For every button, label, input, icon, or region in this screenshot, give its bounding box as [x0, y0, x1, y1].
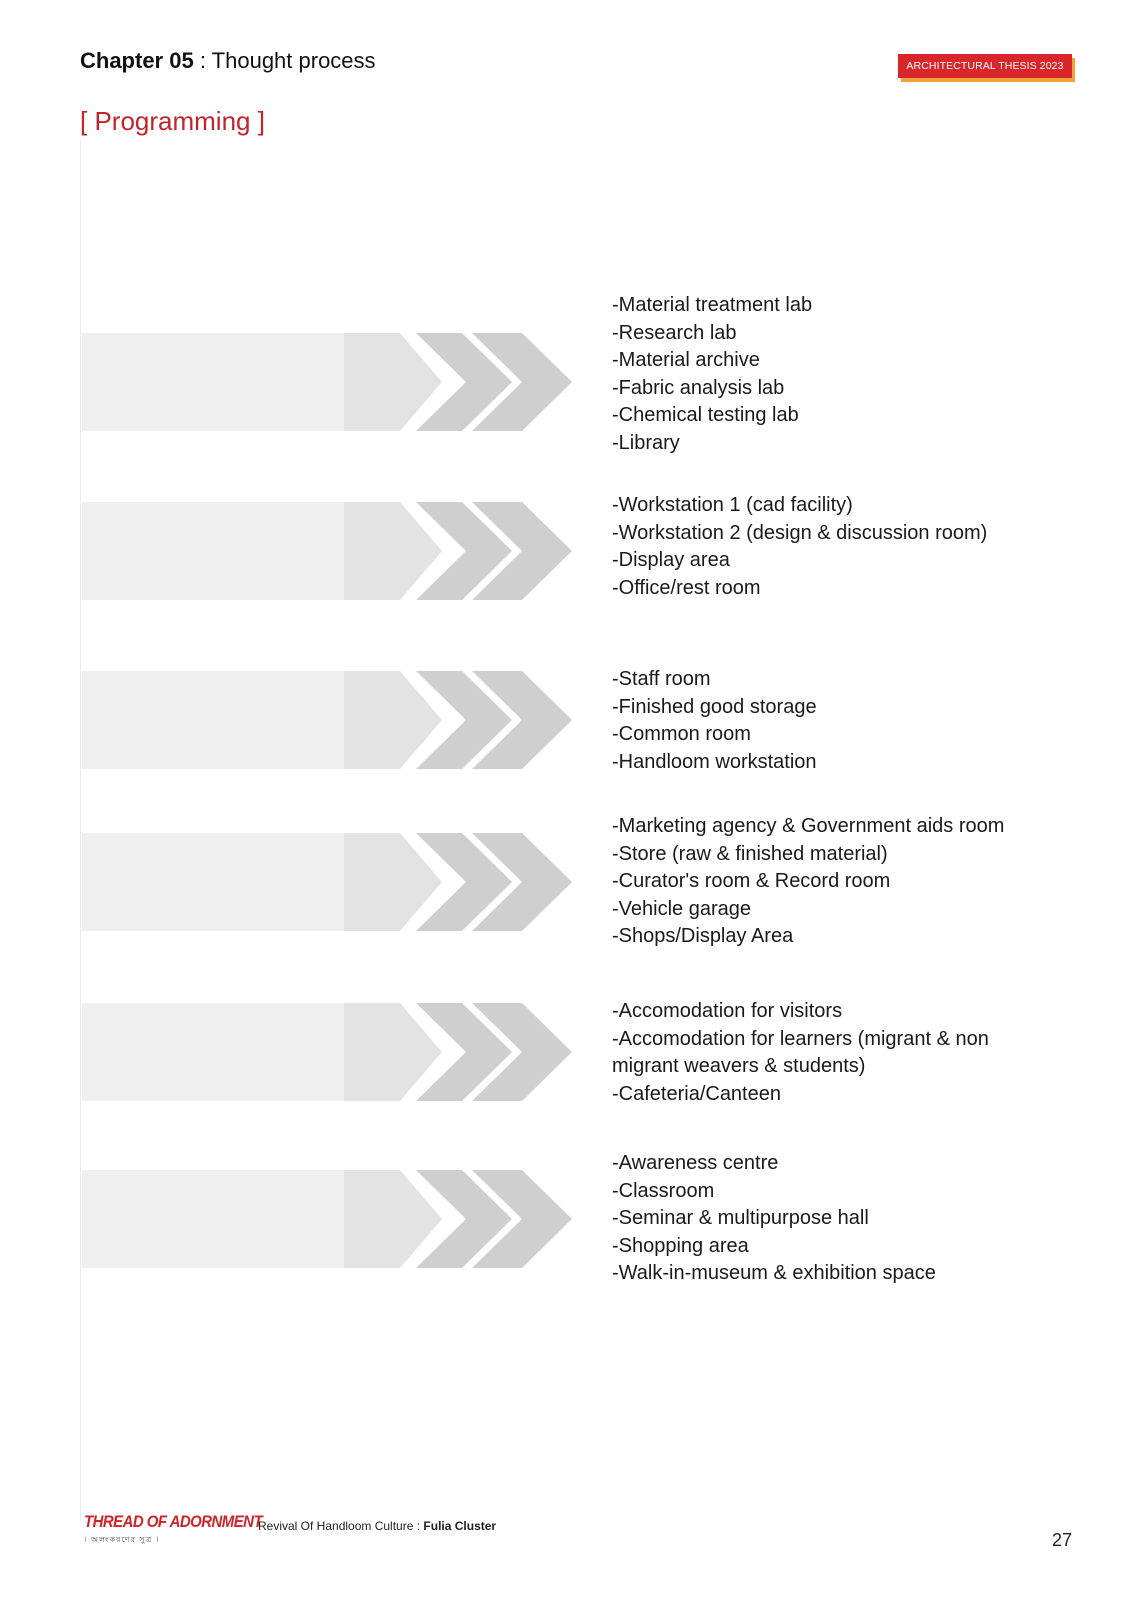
program-item: migrant weavers & students)	[612, 1055, 866, 1077]
program-item: -Display area	[612, 549, 730, 571]
program-item: -Fabric analysis lab	[612, 376, 785, 399]
program-item: -Office/rest room	[612, 576, 761, 599]
arrow-band-right	[344, 1170, 442, 1268]
chevron-one	[416, 502, 512, 600]
program-item: -Workstation 2 (design & discussion room…	[612, 521, 988, 544]
thesis-badge: ARCHITECTURAL THESIS 2023	[898, 54, 1075, 82]
chapter-separator: :	[193, 48, 212, 73]
program-item: -Cafeteria/Canteen	[612, 1082, 781, 1105]
program-item: -Handloom workstation	[612, 750, 817, 773]
row-arrow-graphic	[82, 333, 572, 431]
arrow-band-left	[82, 502, 344, 600]
program-list: -Staff room -Finished good storage -Common…	[612, 666, 817, 776]
arrow-band-right	[344, 502, 442, 600]
program-item: -Research lab	[612, 321, 737, 344]
chevron-one	[416, 833, 512, 931]
row-arrow-graphic	[82, 1003, 572, 1101]
program-item: -Library	[612, 431, 680, 454]
footer-cluster: Fulia Cluster	[423, 1519, 497, 1533]
chevron-one	[416, 1170, 512, 1268]
footer-caption-text: Revival Of Handloom Culture :	[258, 1519, 424, 1533]
chevron-two	[472, 333, 572, 431]
program-item: -Accomodation for learners (migrant & no…	[612, 1027, 989, 1050]
program-item: -Material archive	[612, 349, 760, 371]
arrow-band-left	[82, 833, 344, 931]
chevron-two	[472, 502, 572, 600]
arrow-band-left	[82, 1170, 344, 1268]
program-item: -Curator's room & Record room	[612, 870, 891, 892]
page-margin-line	[80, 140, 81, 1520]
row-arrow-graphic	[82, 1170, 572, 1268]
chevron-two	[472, 671, 572, 769]
chapter-number: Chapter 05	[80, 48, 194, 73]
program-list: -Marketing agency & Government aids room…	[612, 813, 1004, 951]
program-item: -Shopping area	[612, 1234, 749, 1257]
program-item: -Workstation 1 (cad facility)	[612, 494, 853, 516]
chevron-two	[472, 1003, 572, 1101]
program-item: -Accomodation for visitors	[612, 1000, 843, 1022]
program-item: -Vehicle garage	[612, 897, 751, 920]
row-arrow-graphic	[82, 671, 572, 769]
chevron-two	[472, 833, 572, 931]
program-item: -Finished good storage	[612, 695, 817, 718]
thesis-badge-label: ARCHITECTURAL THESIS 2023	[898, 54, 1072, 78]
page-number: 27	[1052, 1530, 1073, 1550]
brand-logo-text: THREAD OF ADORNMENT	[84, 1512, 263, 1531]
brand-subtitle: । অলংকরণের সুত্র ।	[84, 1535, 160, 1544]
row-arrow-graphic	[82, 833, 572, 931]
program-item: -Common room	[612, 723, 751, 745]
chevron-one	[416, 333, 512, 431]
chapter-heading: Chapter 05 : Thought process	[80, 48, 376, 74]
program-item: -Marketing agency & Government aids room	[612, 815, 1005, 837]
section-title: [ Programming ]	[80, 106, 265, 136]
arrow-band-left	[82, 333, 344, 431]
program-item: -Material treatment lab	[612, 294, 813, 316]
chapter-title: Thought process	[211, 48, 376, 73]
program-item: -Seminar & multipurpose hall	[612, 1207, 869, 1229]
program-item: -Chemical testing lab	[612, 404, 799, 426]
program-list: -Accomodation for visitors -Accomodation …	[612, 998, 989, 1108]
chevron-one	[416, 671, 512, 769]
program-item: -Store (raw & finished material)	[612, 842, 888, 865]
program-list: -Workstation 1 (cad facility) -Workstatio…	[612, 492, 987, 602]
program-list: -Awareness centre -Classroom -Seminar & mu…	[612, 1150, 936, 1288]
arrow-band-right	[344, 1003, 442, 1101]
arrow-band-right	[344, 833, 442, 931]
chevron-two	[472, 1170, 572, 1268]
program-item: -Classroom	[612, 1179, 715, 1202]
chevron-one	[416, 1003, 512, 1101]
footer-brand: THREAD OF ADORNMENT । অলংকরণের সুত্র ।	[84, 1512, 286, 1547]
program-item: -Shops/Display Area	[612, 925, 794, 947]
program-item: -Staff room	[612, 668, 711, 690]
program-item: -Awareness centre	[612, 1152, 779, 1174]
row-arrow-graphic	[82, 502, 572, 600]
program-list: -Material treatment lab -Research lab -Mat…	[612, 292, 812, 457]
arrow-band-left	[82, 671, 344, 769]
program-item: -Walk-in-museum & exhibition space	[612, 1262, 936, 1284]
footer-caption: Revival Of Handloom Culture : Fulia Clus…	[258, 1519, 496, 1533]
arrow-band-right	[344, 333, 442, 431]
arrow-band-right	[344, 671, 442, 769]
arrow-band-left	[82, 1003, 344, 1101]
